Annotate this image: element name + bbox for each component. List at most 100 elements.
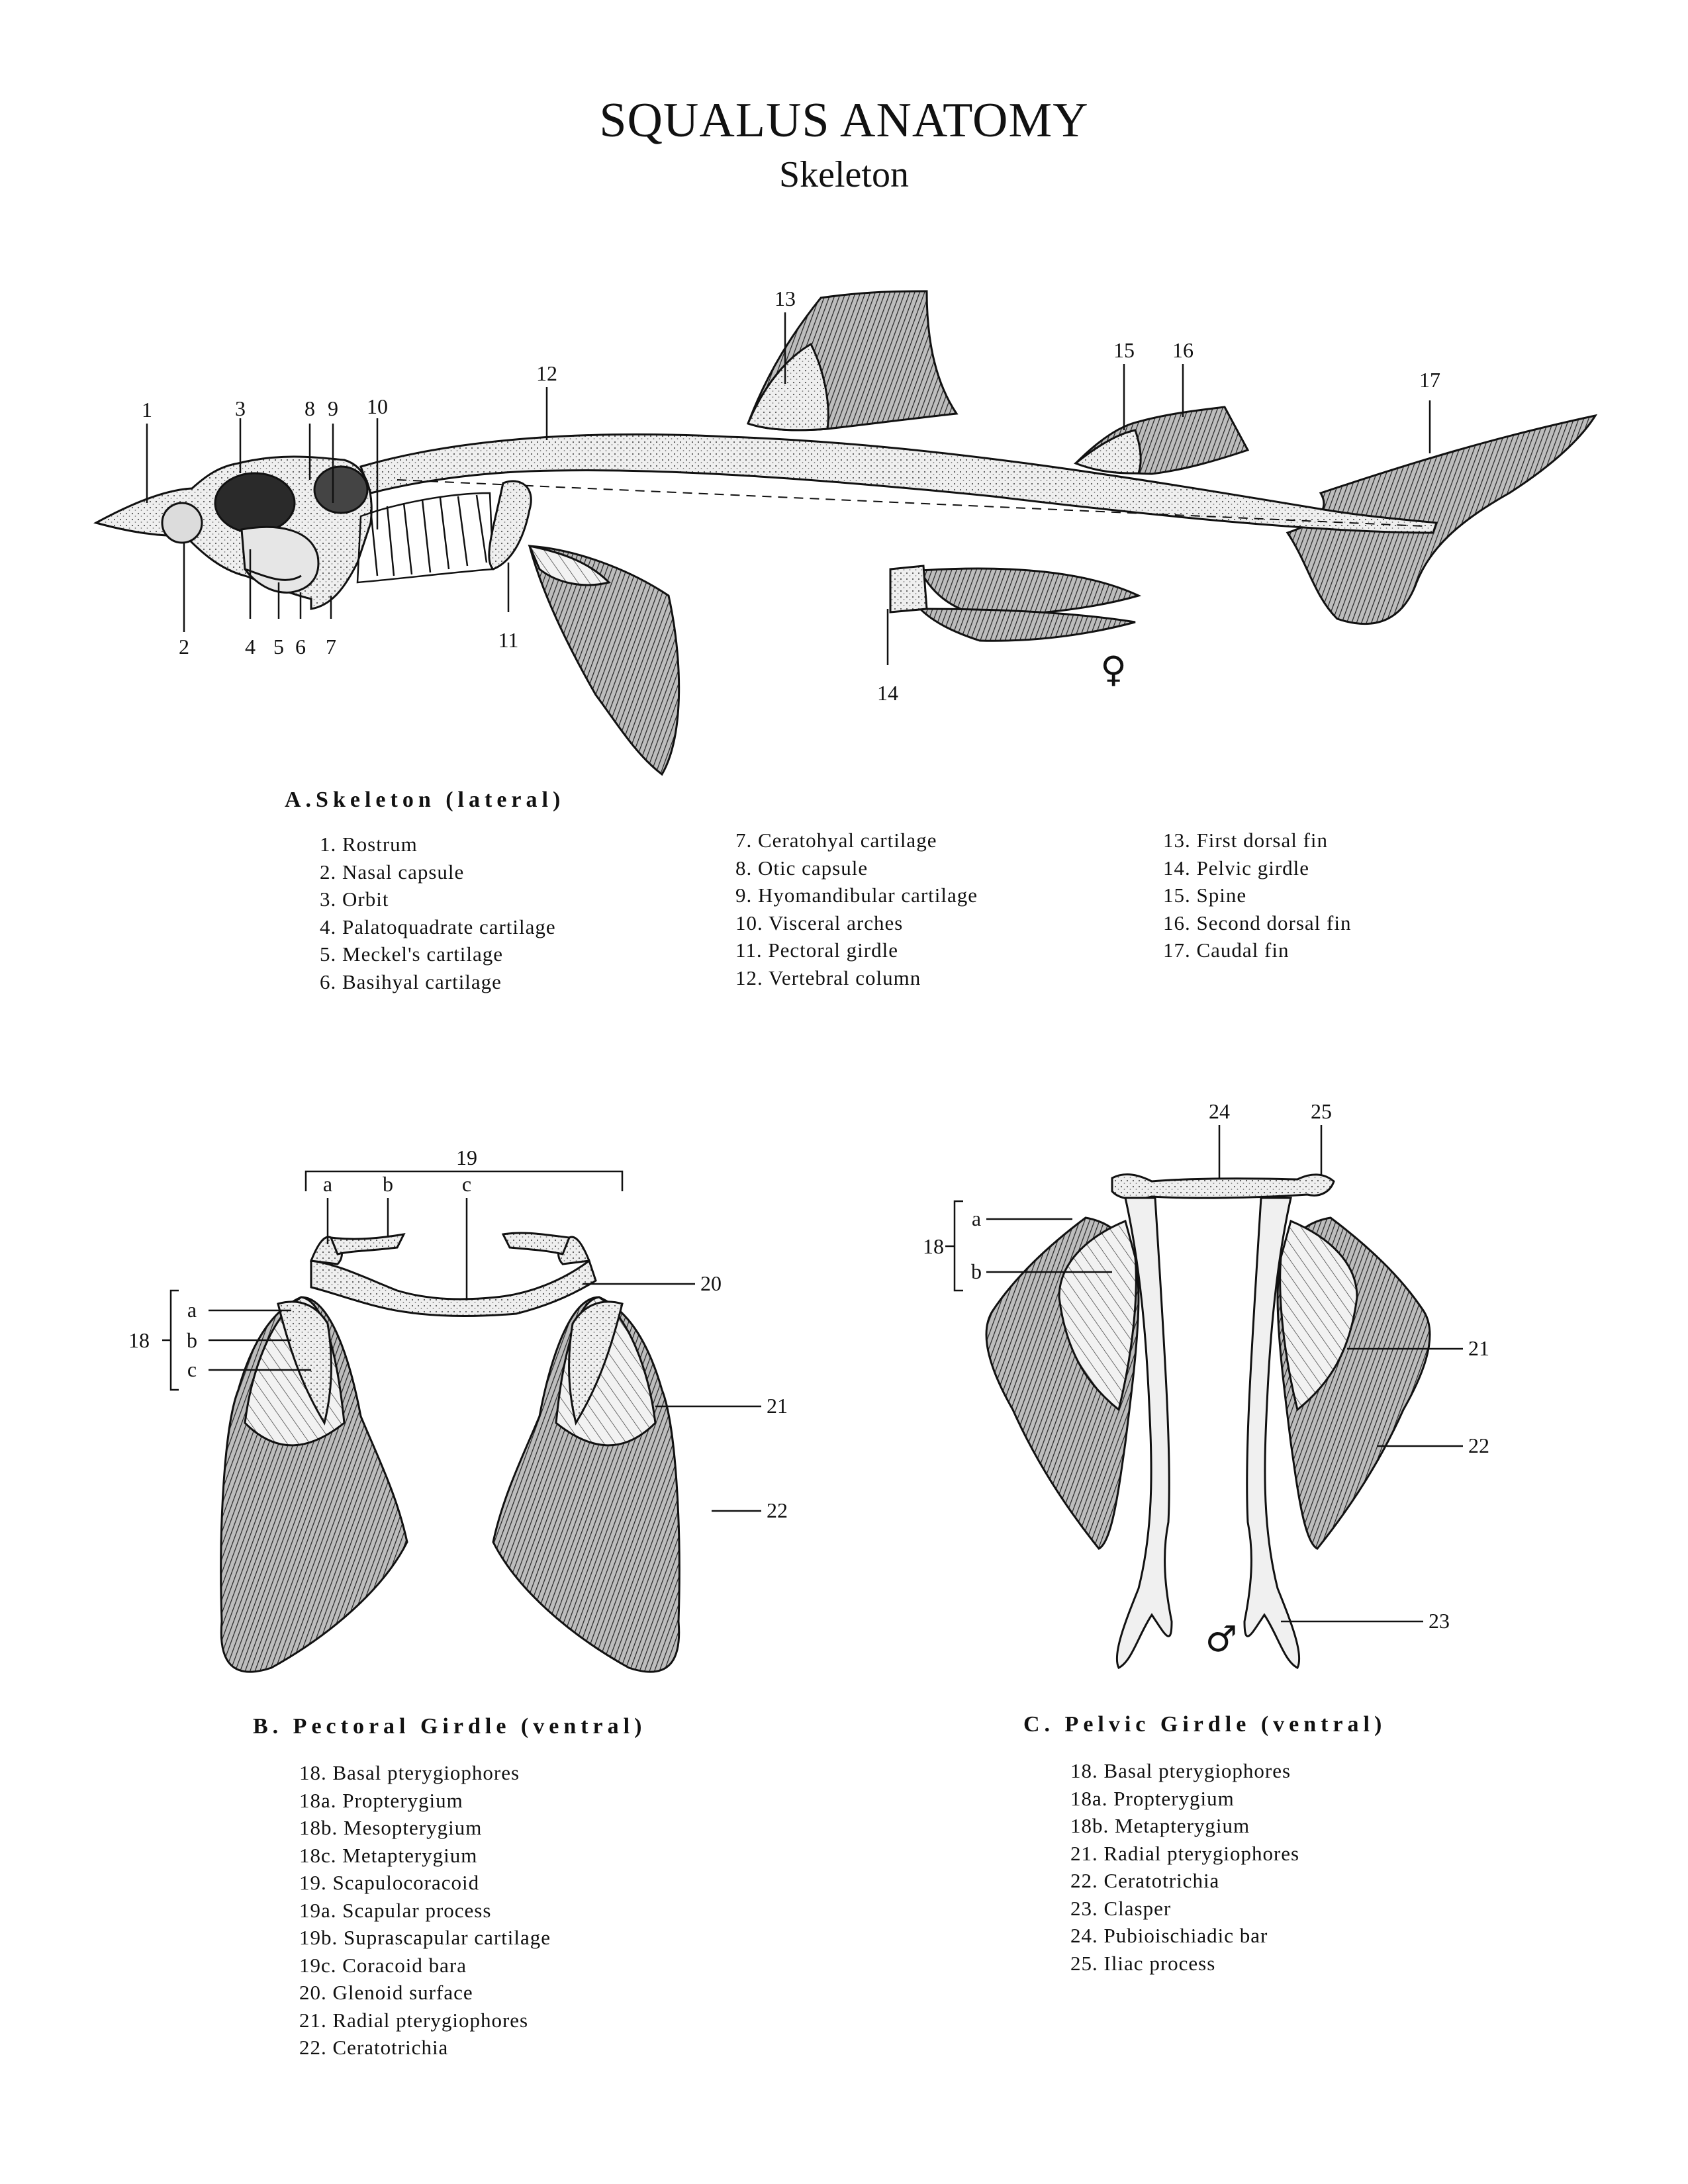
label-6: 6 xyxy=(295,635,306,659)
section-a-legend-col2: 7. Ceratohyal cartilage 8. Otic capsule … xyxy=(735,827,978,991)
legend-item: 18. Basal pterygiophores xyxy=(1070,1759,1291,1782)
section-a-legend-col3: 13. First dorsal fin 14. Pelvic girdle 1… xyxy=(1163,827,1351,964)
label-19a: a xyxy=(323,1172,332,1196)
legend-item: 21. Radial pterygiophores xyxy=(1070,1841,1300,1865)
legend-item: 23. Clasper xyxy=(1070,1896,1172,1920)
label-18a-pectoral: a xyxy=(187,1298,197,1322)
section-c-legend: 18. Basal pterygiophores 18a. Propterygi… xyxy=(1070,1757,1299,1977)
caudal-fin-shape xyxy=(1286,414,1598,625)
legend-item: 2. Nasal capsule xyxy=(320,860,465,884)
legend-item: 19b. Suprascapular cartilage xyxy=(299,1926,551,1949)
legend-item: 10. Visceral arches xyxy=(735,911,904,934)
label-25: 25 xyxy=(1311,1099,1332,1123)
legend-item: 7. Ceratohyal cartilage xyxy=(735,829,937,852)
label-18a-pelvic: a xyxy=(972,1206,981,1230)
left-clasper-shape xyxy=(1115,1197,1173,1670)
pectoral-fin-shape xyxy=(528,545,680,776)
section-c-title: C. Pelvic Girdle (ventral) xyxy=(1023,1712,1387,1737)
label-12: 12 xyxy=(536,361,557,385)
legend-item: 3. Orbit xyxy=(320,887,389,911)
label-5: 5 xyxy=(273,635,284,659)
legend-item: 19a. Scapular process xyxy=(299,1898,492,1922)
label-18b-pectoral: b xyxy=(187,1328,197,1352)
legend-item: 6. Basihyal cartilage xyxy=(320,970,502,993)
label-2: 2 xyxy=(179,635,189,659)
label-24: 24 xyxy=(1209,1099,1230,1123)
legend-item: 18b. Mesopterygium xyxy=(299,1816,483,1839)
skeleton-lateral-drawing xyxy=(93,290,1598,776)
legend-item: 13. First dorsal fin xyxy=(1163,829,1329,852)
label-22-pelvic: 22 xyxy=(1468,1433,1489,1457)
label-21-pelvic: 21 xyxy=(1468,1336,1489,1360)
section-b-labels: 19 a b c 18 a b c 20 21 22 xyxy=(128,1146,788,1522)
label-4: 4 xyxy=(245,635,256,659)
label-16: 16 xyxy=(1172,338,1194,362)
legend-item: 18b. Metapterygium xyxy=(1070,1814,1250,1837)
legend-item: 25. Iliac process xyxy=(1070,1951,1216,1975)
pelvic-fin-shape xyxy=(918,567,1142,617)
legend-item: 18. Basal pterygiophores xyxy=(299,1761,520,1784)
label-18b-pelvic: b xyxy=(971,1259,982,1283)
legend-item: 4. Palatoquadrate cartilage xyxy=(320,915,556,938)
legend-item: 22. Ceratotrichia xyxy=(1070,1869,1220,1892)
legend-item: 14. Pelvic girdle xyxy=(1163,856,1310,880)
legend-item: 21. Radial pterygiophores xyxy=(299,2008,529,2032)
right-clasper-shape xyxy=(1243,1197,1301,1670)
label-13: 13 xyxy=(774,287,796,310)
section-c-labels: 24 25 18 a b 21 22 23 ♂ xyxy=(923,1099,1489,1660)
label-18c-pectoral: c xyxy=(187,1357,197,1381)
label-10: 10 xyxy=(367,394,388,418)
legend-item: 12. Vertebral column xyxy=(735,966,921,989)
legend-item: 16. Second dorsal fin xyxy=(1163,911,1352,934)
label-21-pectoral: 21 xyxy=(767,1394,788,1418)
section-c-leader-lines xyxy=(945,1125,1463,1623)
label-8: 8 xyxy=(305,396,315,420)
label-15: 15 xyxy=(1113,338,1135,362)
legend-item: 19c. Coracoid bara xyxy=(299,1953,467,1977)
label-19b: b xyxy=(383,1172,393,1196)
label-11: 11 xyxy=(498,628,519,652)
label-17: 17 xyxy=(1419,368,1440,392)
pectoral-girdle-drawing xyxy=(220,1232,680,1673)
label-9: 9 xyxy=(328,396,338,420)
legend-item: 20. Glenoid surface xyxy=(299,1981,473,2004)
legend-item: 18a. Propterygium xyxy=(299,1788,463,1812)
label-19c: c xyxy=(462,1172,471,1196)
legend-item: 17. Caudal fin xyxy=(1163,938,1289,962)
female-symbol: ♀ xyxy=(1100,649,1127,690)
label-3: 3 xyxy=(235,396,246,420)
legend-item: 18a. Propterygium xyxy=(1070,1786,1235,1810)
section-a-title: A.Skeleton (lateral) xyxy=(285,788,565,812)
legend-item: 11. Pectoral girdle xyxy=(735,938,898,962)
pectoral-girdle-shape xyxy=(488,480,532,570)
label-18-pectoral: 18 xyxy=(128,1328,150,1352)
label-22-pectoral: 22 xyxy=(767,1498,788,1522)
page-title: SQUALUS ANATOMY xyxy=(599,93,1089,148)
legend-item: 18c. Metapterygium xyxy=(299,1843,478,1867)
section-a-legend-col1: 1. Rostrum 2. Nasal capsule 3. Orbit 4. … xyxy=(320,831,556,995)
page-subtitle: Skeleton xyxy=(779,154,909,195)
section-b-title: B. Pectoral Girdle (ventral) xyxy=(253,1714,647,1739)
legend-item: 5. Meckel's cartilage xyxy=(320,942,504,966)
section-a-leader-lines xyxy=(146,312,1431,665)
male-symbol: ♂ xyxy=(1205,1618,1237,1660)
coracoid-bar-shape xyxy=(310,1259,597,1317)
section-b-legend: 18. Basal pterygiophores 18a. Propterygi… xyxy=(299,1759,551,2062)
legend-item: 1. Rostrum xyxy=(320,833,418,856)
label-18-pelvic: 18 xyxy=(923,1234,944,1258)
label-14: 14 xyxy=(877,681,898,705)
section-a-labels: 1 2 3 4 5 6 7 8 9 10 11 12 13 14 15 16 1… xyxy=(142,287,1440,705)
pelvic-girdle-drawing xyxy=(985,1173,1431,1670)
label-23: 23 xyxy=(1429,1609,1450,1633)
pelvic-girdle-shape xyxy=(889,565,928,614)
section-b-leader-lines xyxy=(162,1170,761,1512)
legend-item: 15. Spine xyxy=(1163,884,1247,907)
legend-item: 8. Otic capsule xyxy=(735,856,868,880)
label-7: 7 xyxy=(326,635,336,659)
label-1: 1 xyxy=(142,398,152,422)
label-19: 19 xyxy=(456,1146,477,1169)
label-20: 20 xyxy=(700,1271,722,1295)
legend-item: 24. Pubioischiadic bar xyxy=(1070,1924,1268,1947)
legend-item: 22. Ceratotrichia xyxy=(299,2036,449,2059)
